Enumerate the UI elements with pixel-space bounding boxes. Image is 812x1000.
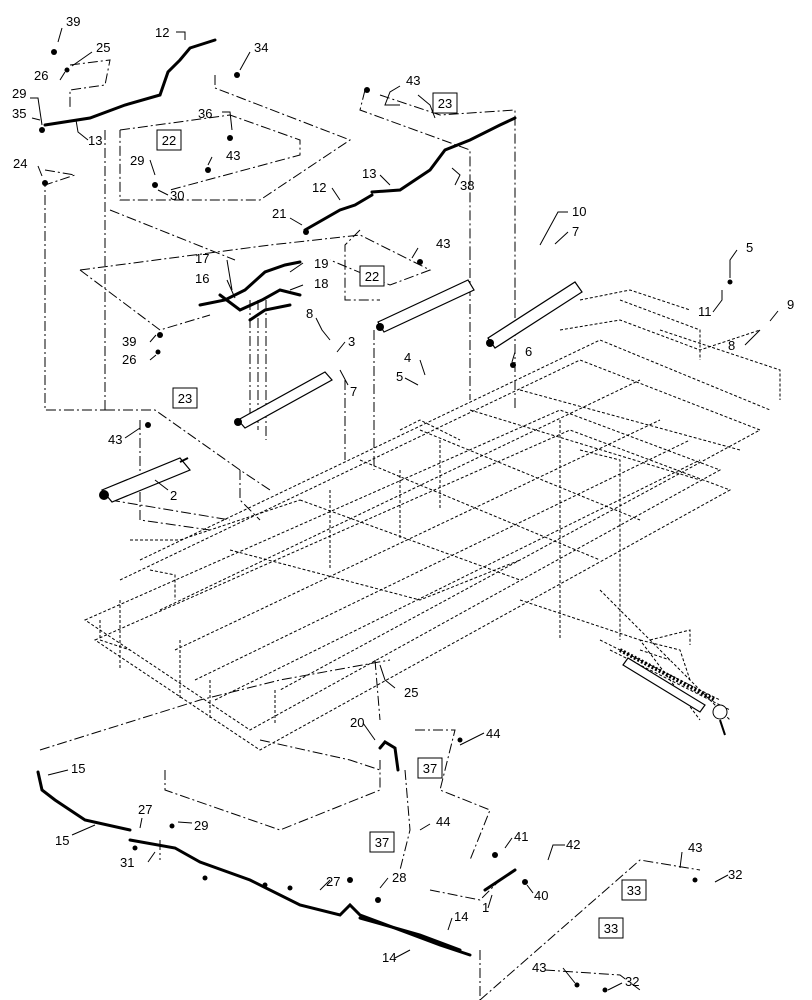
callout-26-top: 26 bbox=[34, 68, 48, 83]
callout-7-mid: 7 bbox=[350, 384, 357, 399]
callout-14-upper: 14 bbox=[454, 909, 468, 924]
callout-27-left: 27 bbox=[138, 802, 152, 817]
callout-19: 19 bbox=[314, 256, 328, 271]
callout-numbers: 39 25 12 34 26 29 35 13 43 36 29 43 24 3… bbox=[12, 14, 794, 989]
callout-30: 30 bbox=[170, 188, 184, 203]
callout-12-top: 12 bbox=[155, 25, 169, 40]
callout-38: 38 bbox=[460, 178, 474, 193]
boxed-callout-23-top: 23 bbox=[438, 96, 452, 111]
callout-8-left: 8 bbox=[306, 306, 313, 321]
callout-3: 3 bbox=[348, 334, 355, 349]
callout-43-bottom-right: 43 bbox=[688, 840, 702, 855]
leader-lines bbox=[30, 27, 779, 991]
callout-32-upper: 32 bbox=[728, 867, 742, 882]
callout-44-lower: 44 bbox=[436, 814, 450, 829]
callout-39-top: 39 bbox=[66, 14, 80, 29]
boxed-callout-33-upper: 33 bbox=[627, 883, 641, 898]
callout-29-mid: 29 bbox=[130, 153, 144, 168]
boxed-callouts: 23 22 22 23 37 37 33 33 bbox=[156, 92, 647, 939]
callout-34: 34 bbox=[254, 40, 268, 55]
callout-36: 36 bbox=[198, 106, 212, 121]
callout-9: 9 bbox=[787, 297, 794, 312]
callout-31: 31 bbox=[120, 855, 134, 870]
callout-6: 6 bbox=[525, 344, 532, 359]
callout-24: 24 bbox=[13, 156, 27, 171]
boxed-callout-37-lower: 37 bbox=[375, 835, 389, 850]
cylinder-2 bbox=[99, 457, 191, 503]
callout-26-mid: 26 bbox=[122, 352, 136, 367]
callout-42: 42 bbox=[566, 837, 580, 852]
callout-11: 11 bbox=[698, 304, 712, 319]
callout-4: 4 bbox=[404, 350, 411, 365]
cylinder-middle bbox=[376, 279, 475, 333]
callout-13-mid: 13 bbox=[362, 166, 376, 181]
callout-15-lower: 15 bbox=[55, 833, 69, 848]
callout-25-top: 25 bbox=[96, 40, 110, 55]
hydraulic-cylinders bbox=[99, 279, 706, 713]
callout-29-bottom: 29 bbox=[194, 818, 208, 833]
callout-20: 20 bbox=[350, 715, 364, 730]
callout-5-mid: 5 bbox=[396, 369, 403, 384]
callout-35: 35 bbox=[12, 106, 26, 121]
callout-27-right: 27 bbox=[326, 874, 340, 889]
callout-21: 21 bbox=[272, 206, 286, 221]
callout-7-top: 7 bbox=[572, 224, 579, 239]
callout-5-right: 5 bbox=[746, 240, 753, 255]
callout-8-right: 8 bbox=[728, 338, 735, 353]
callout-14-lower: 14 bbox=[382, 950, 396, 965]
callout-44-upper: 44 bbox=[486, 726, 500, 741]
callout-12-mid: 12 bbox=[312, 180, 326, 195]
boxed-callout-22-middle: 22 bbox=[365, 269, 379, 284]
hydraulic-hoses bbox=[36, 38, 517, 957]
boxed-callout-37-upper: 37 bbox=[423, 761, 437, 776]
callout-43-top: 43 bbox=[406, 73, 420, 88]
cylinder-tongue bbox=[622, 657, 706, 713]
phantom-routing-lines bbox=[39, 59, 701, 1000]
callout-39-mid: 39 bbox=[122, 334, 136, 349]
boxed-callout-33-lower: 33 bbox=[604, 921, 618, 936]
callout-43-mid: 43 bbox=[226, 148, 240, 163]
callout-17: 17 bbox=[195, 251, 209, 266]
callout-15-upper: 15 bbox=[71, 761, 85, 776]
callout-43-bottom: 43 bbox=[532, 960, 546, 975]
callout-32-lower: 32 bbox=[625, 974, 639, 989]
callout-16: 16 bbox=[195, 271, 209, 286]
callout-28: 28 bbox=[392, 870, 406, 885]
callout-18: 18 bbox=[314, 276, 328, 291]
callout-2: 2 bbox=[170, 488, 177, 503]
tillage-frame bbox=[83, 289, 781, 751]
callout-40: 40 bbox=[534, 888, 548, 903]
fittings bbox=[39, 49, 733, 993]
callout-43-left: 43 bbox=[108, 432, 122, 447]
callout-25-bottom: 25 bbox=[404, 685, 418, 700]
cylinder-right bbox=[486, 281, 583, 349]
callout-10: 10 bbox=[572, 204, 586, 219]
boxed-callout-23-left: 23 bbox=[178, 391, 192, 406]
callout-13-left: 13 bbox=[88, 133, 102, 148]
callout-29-top: 29 bbox=[12, 86, 26, 101]
callout-1: 1 bbox=[482, 900, 489, 915]
boxed-callout-22-left: 22 bbox=[162, 133, 176, 148]
callout-41: 41 bbox=[514, 829, 528, 844]
callout-43-right: 43 bbox=[436, 236, 450, 251]
cylinder-upper-left bbox=[234, 371, 333, 429]
